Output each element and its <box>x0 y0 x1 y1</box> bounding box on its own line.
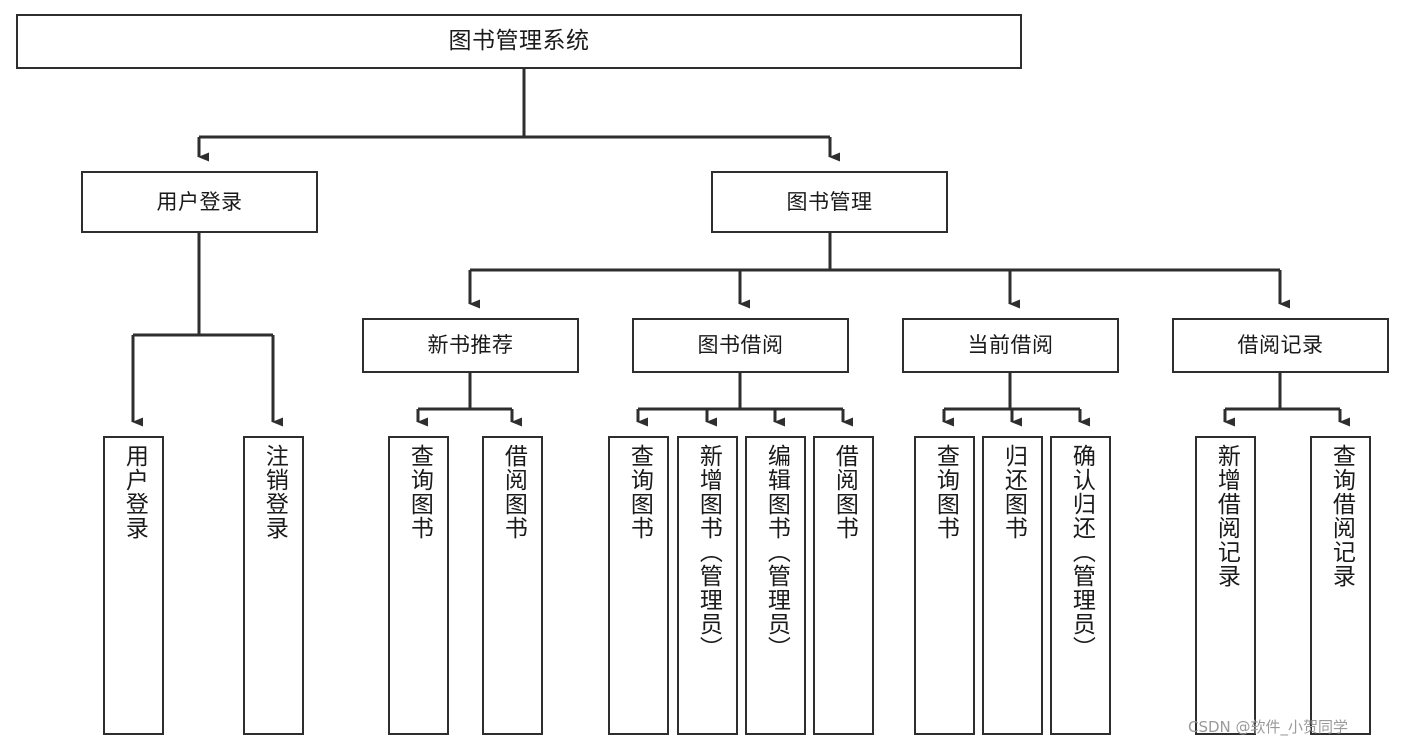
node-leaf-query-book-newbooks[interactable]: 查询图书 <box>388 436 449 735</box>
node-label: 图书借阅 <box>697 333 784 358</box>
node-label: 用户登录 <box>121 444 148 540</box>
node-leaf-add-book-admin[interactable]: 新增图书（管理员） <box>677 436 738 735</box>
node-label: 用户登录 <box>156 189 243 214</box>
node-label: 注销登录 <box>261 444 288 540</box>
node-leaf-query-book-current[interactable]: 查询图书 <box>914 436 975 735</box>
node-leaf-confirm-return-admin[interactable]: 确认归还（管理员） <box>1050 436 1111 735</box>
node-label: 新书推荐 <box>427 333 514 358</box>
node-leaf-edit-book-admin[interactable]: 编辑图书（管理员） <box>745 436 806 735</box>
node-label: 新增图书（管理员） <box>695 444 722 660</box>
node-borrow-records[interactable]: 借阅记录 <box>1172 318 1389 373</box>
node-root-system[interactable]: 图书管理系统 <box>16 14 1022 69</box>
node-label: 图书管理系统 <box>448 27 590 54</box>
watermark: CSDN @软件_小贺同学 <box>1188 718 1349 736</box>
node-label: 确认归还（管理员） <box>1068 444 1095 660</box>
node-leaf-lend-book[interactable]: 借阅图书 <box>813 436 874 735</box>
node-leaf-return-book[interactable]: 归还图书 <box>982 436 1043 735</box>
node-leaf-user-login[interactable]: 用户登录 <box>103 436 164 735</box>
node-label: 图书管理 <box>786 189 873 214</box>
node-label: 借阅图书 <box>500 444 527 540</box>
node-new-book-recommend[interactable]: 新书推荐 <box>362 318 579 373</box>
node-leaf-borrow-book-newbooks[interactable]: 借阅图书 <box>482 436 543 735</box>
node-leaf-add-borrow-record[interactable]: 新增借阅记录 <box>1195 436 1256 735</box>
node-leaf-logout[interactable]: 注销登录 <box>243 436 304 735</box>
node-label: 查询图书 <box>626 444 653 540</box>
node-current-borrow[interactable]: 当前借阅 <box>902 318 1119 373</box>
node-book-management[interactable]: 图书管理 <box>711 171 948 233</box>
node-label: 借阅图书 <box>831 444 858 540</box>
node-label: 新增借阅记录 <box>1213 444 1240 588</box>
node-label: 借阅记录 <box>1237 333 1324 358</box>
node-label: 归还图书 <box>1000 444 1027 540</box>
node-label: 编辑图书（管理员） <box>763 444 790 660</box>
node-leaf-query-book-borrow[interactable]: 查询图书 <box>608 436 669 735</box>
node-label: 查询图书 <box>932 444 959 540</box>
node-label: 查询图书 <box>406 444 433 540</box>
node-book-borrow[interactable]: 图书借阅 <box>632 318 849 373</box>
node-leaf-query-borrow-record[interactable]: 查询借阅记录 <box>1310 436 1371 735</box>
node-user-login[interactable]: 用户登录 <box>81 171 318 233</box>
node-label: 当前借阅 <box>967 333 1054 358</box>
node-label: 查询借阅记录 <box>1328 444 1355 588</box>
